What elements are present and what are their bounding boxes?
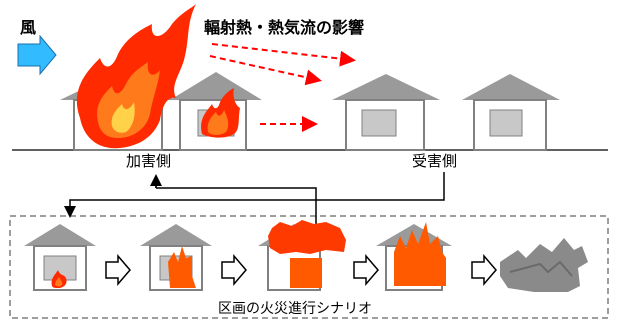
- house-receiver-1: [332, 74, 440, 151]
- stage-arrow-4: [471, 253, 497, 287]
- stage-5-collapsed-house: [500, 238, 588, 292]
- wind-label: 風: [20, 18, 37, 37]
- wind-arrow-icon: [17, 34, 57, 76]
- stage-2-house: [140, 224, 212, 291]
- receiver-side-label: 受害側: [412, 152, 458, 170]
- stage-arrow-1: [105, 253, 131, 287]
- heat-arrows: [209, 43, 356, 132]
- connector-lines: [64, 172, 445, 232]
- attacker-side-label: 加害側: [126, 152, 172, 170]
- house-receiver-2: [462, 74, 560, 151]
- stage-4-house: [376, 222, 452, 291]
- stage-1-house: [24, 224, 96, 291]
- scenario-label: 区画の火災進行シナリオ: [218, 301, 372, 317]
- large-flame-icon: [76, 4, 196, 149]
- heat-effect-label: 輻射熱・熱気流の影響: [204, 18, 365, 37]
- stage-3-house: [258, 220, 346, 291]
- stage-arrow-2: [221, 253, 247, 287]
- small-flame-icon: [201, 88, 240, 138]
- stage-arrow-3: [353, 253, 379, 287]
